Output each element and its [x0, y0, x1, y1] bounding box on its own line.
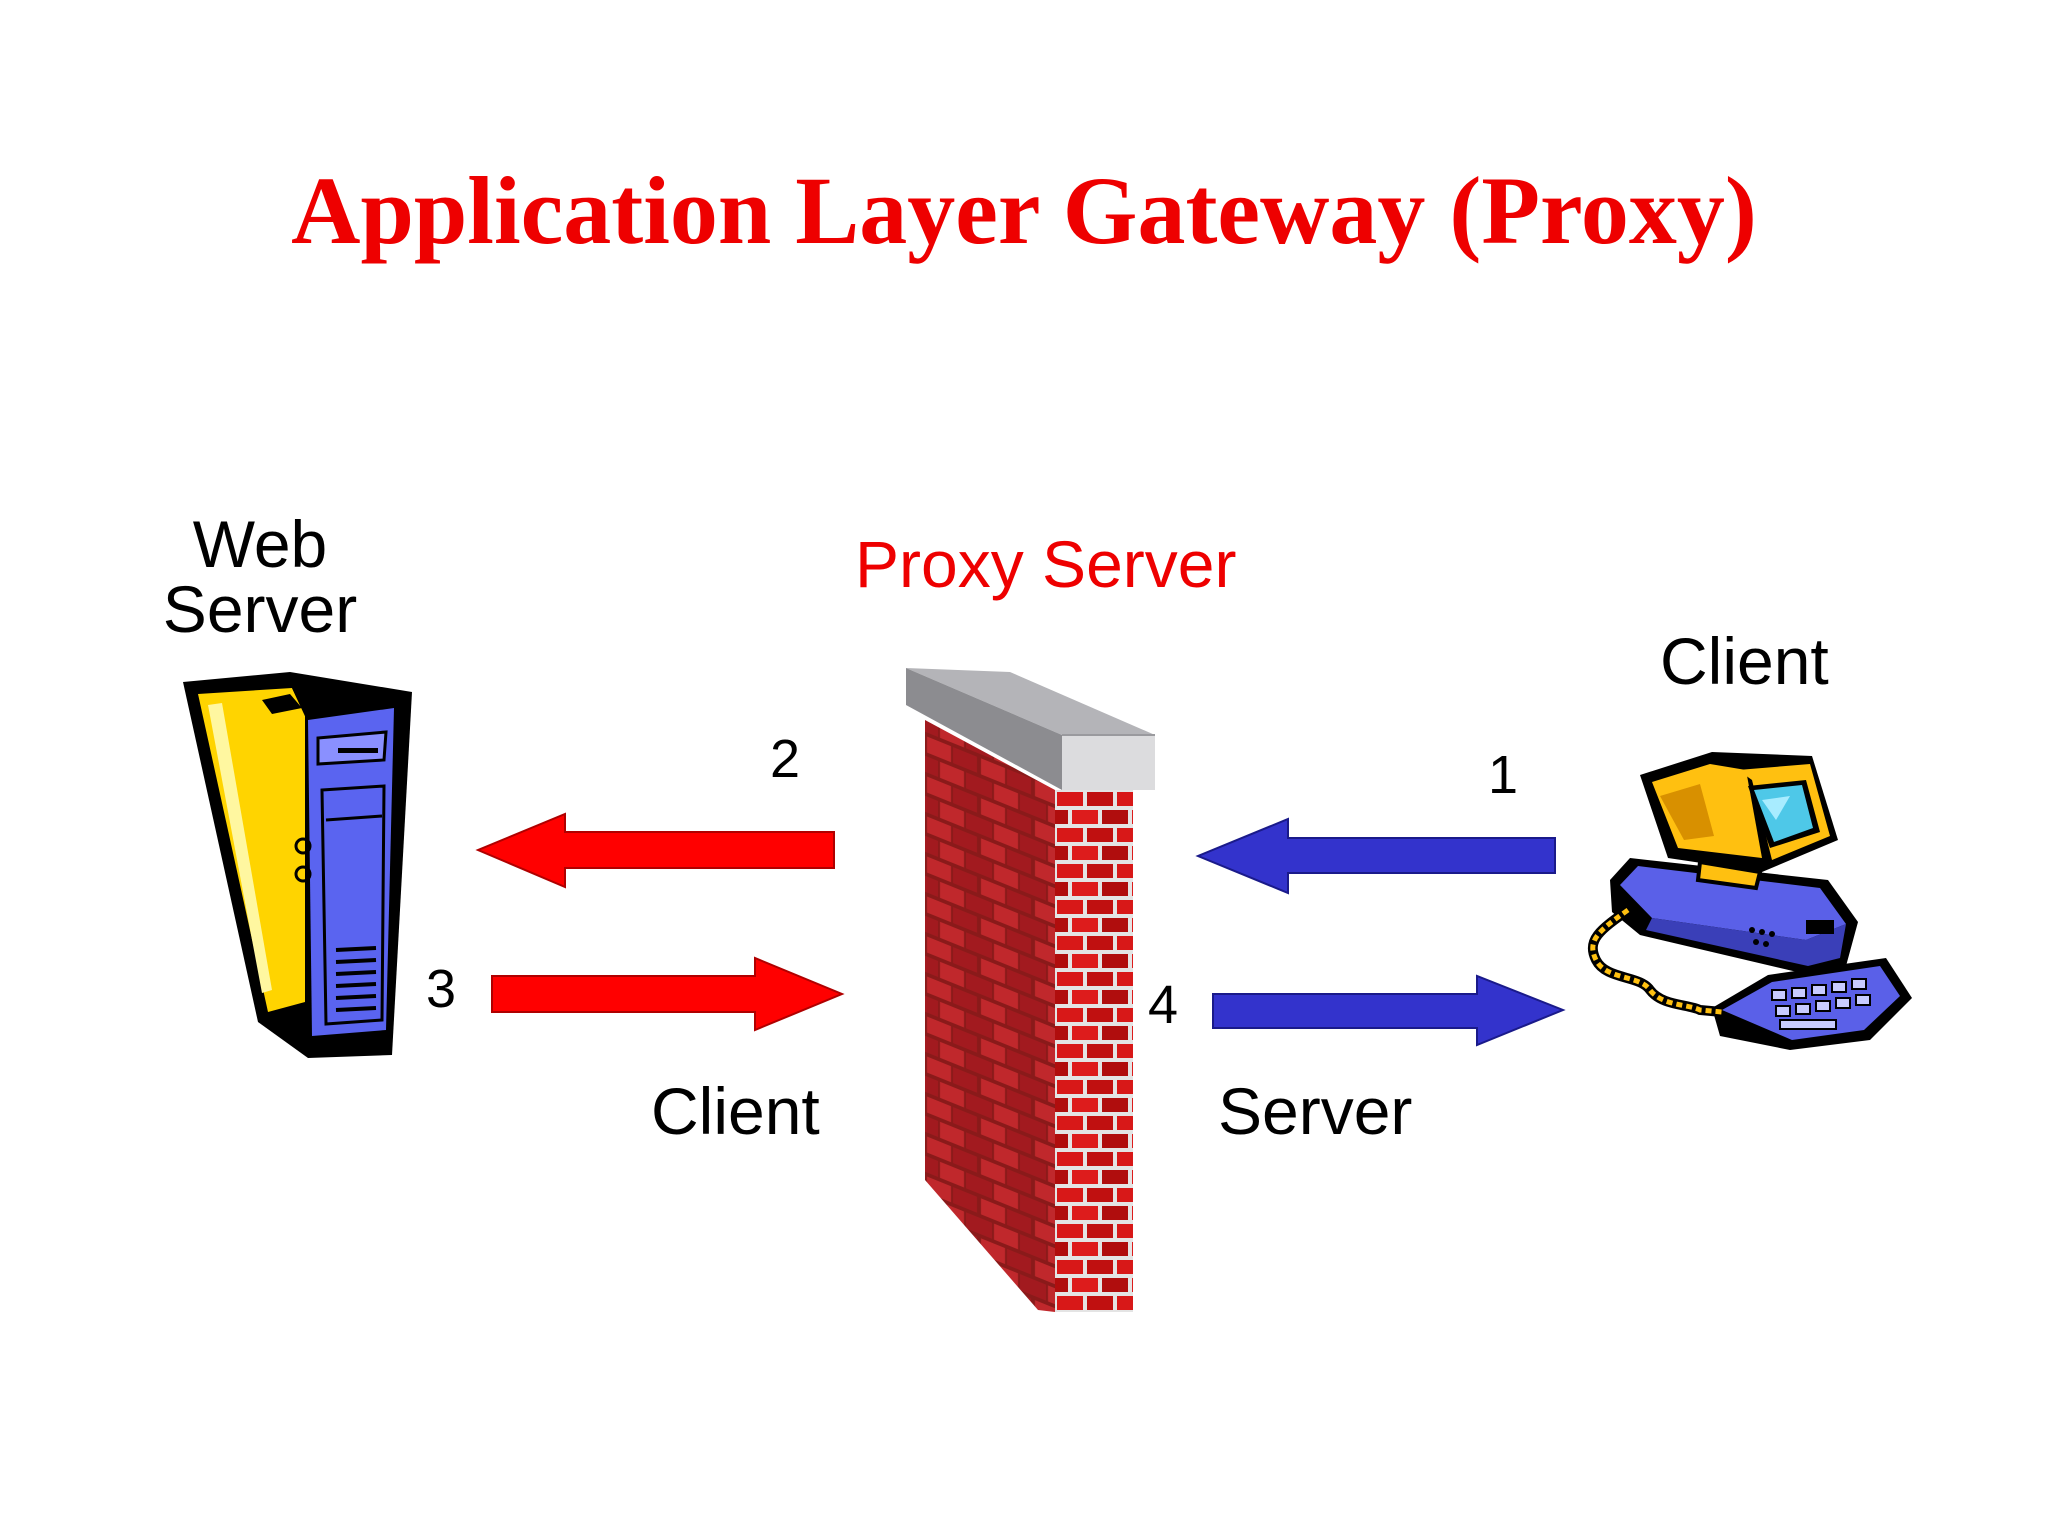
- slide-title: Application Layer Gateway (Proxy): [291, 157, 1757, 264]
- client-role-label: Client: [651, 1074, 820, 1148]
- arrow-step-2: [475, 812, 835, 889]
- server-tower-icon: [183, 672, 412, 1058]
- arrow-step-4: [1212, 974, 1566, 1047]
- arrow-step-3: [491, 956, 845, 1032]
- web-server-label: Web Server: [162, 507, 358, 646]
- brick-firewall-icon: [906, 668, 1155, 1312]
- step-1-number: 1: [1488, 745, 1519, 805]
- step-2-number: 2: [770, 729, 801, 789]
- server-role-label: Server: [1218, 1074, 1413, 1148]
- arrow-step-1: [1195, 817, 1556, 895]
- desktop-computer-icon: [1587, 752, 1912, 1050]
- step-3-number: 3: [426, 959, 457, 1019]
- client-label: Client: [1660, 624, 1829, 698]
- step-4-number: 4: [1148, 975, 1179, 1035]
- proxy-server-label: Proxy Server: [855, 527, 1237, 601]
